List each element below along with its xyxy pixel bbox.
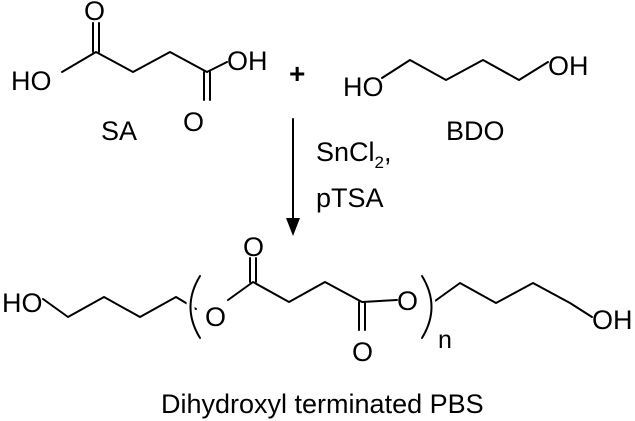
pbs-repeat-subscript: n	[438, 326, 452, 354]
sa-carbonyl-o-top: O	[84, 0, 105, 26]
succinic-acid-structure: HO OH O O	[11, 0, 268, 137]
sa-ho-atom: HO	[11, 66, 52, 96]
sa-oh-atom: OH	[227, 46, 268, 76]
bdo-label: BDO	[446, 116, 505, 146]
pbs-ester-o-left: O	[205, 302, 226, 332]
catalyst-line-1: SnCl2,	[316, 137, 392, 172]
pbs-ester-o-right: O	[397, 286, 418, 316]
pbs-ho-atom: HO	[2, 288, 43, 318]
reaction-arrow	[286, 118, 300, 236]
pbs-carbonyl-o-bottom: O	[352, 337, 373, 367]
bdo-ho-atom: HO	[343, 72, 384, 102]
sa-label: SA	[101, 116, 137, 146]
pbs-carbonyl-o-top: O	[243, 232, 264, 262]
plus-sign: +	[289, 58, 305, 89]
sa-carbonyl-o-bottom: O	[183, 107, 204, 137]
product-label: Dihydroxyl terminated PBS	[161, 389, 484, 419]
pbs-structure: HO O O O O n OH	[2, 232, 633, 367]
bdo-oh-atom: OH	[548, 51, 589, 81]
pbs-oh-atom: OH	[592, 305, 633, 335]
butanediol-structure: HO OH	[343, 51, 589, 102]
catalyst-line-2: pTSA	[316, 183, 384, 213]
